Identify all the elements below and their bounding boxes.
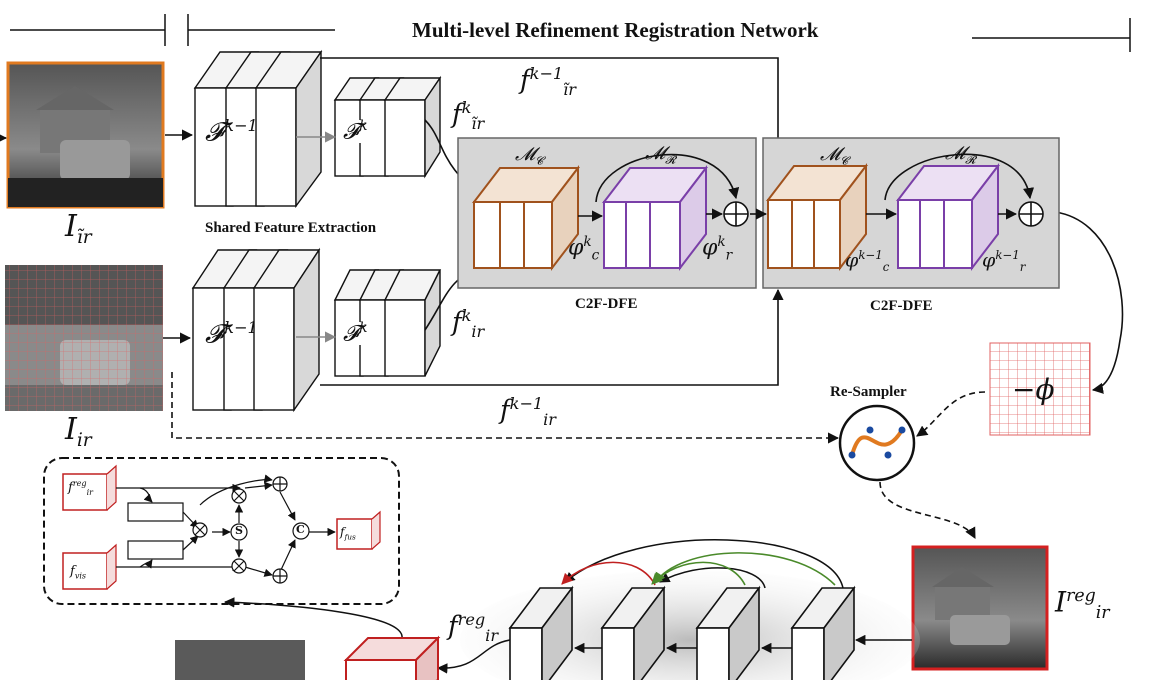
fusion-f-fus: ffus xyxy=(340,525,356,542)
math-Mr-1: 𝓜𝓡 xyxy=(645,143,676,167)
mr-block-2 xyxy=(895,163,1001,271)
feature-stack-bottom-prev xyxy=(191,247,321,413)
fusion-c-node: C xyxy=(296,523,305,536)
math-f-ir-k: fkir xyxy=(452,306,485,341)
math-f-ir-reg: fregir xyxy=(448,610,499,645)
math-f-tir-k: fkĩr xyxy=(452,98,485,133)
label-c2f-dfe-1: C2F-DFE xyxy=(575,296,638,312)
decoder-red-arrows xyxy=(561,561,656,586)
title-brackets xyxy=(10,14,1131,52)
diagram-title: Multi-level Refinement Registration Netw… xyxy=(412,18,819,42)
math-phi-r-prev: φk−1r xyxy=(982,248,1026,275)
dashed-arrows xyxy=(171,372,986,539)
plus-node-2 xyxy=(1018,201,1044,227)
math-I-ir: Iir xyxy=(65,412,92,451)
plus-node-1 xyxy=(723,201,749,227)
math-I-ir-reg: Iregir xyxy=(1055,585,1110,623)
label-resampler: Re-Sampler xyxy=(830,384,907,400)
fusion-module-box xyxy=(43,457,400,605)
decoder-arrows xyxy=(223,539,912,674)
arrows-gray xyxy=(296,131,337,343)
math-F-k-bottom: 𝓕k xyxy=(343,320,368,347)
decoder-stack xyxy=(508,585,856,680)
math-F-prev-bottom: 𝓕k−1 xyxy=(205,318,258,350)
decoder-green-arrows xyxy=(651,552,836,586)
math-I-tir: Iĩr xyxy=(65,209,92,248)
math-phi-c-prev: φk−1c xyxy=(845,248,890,275)
math-neg-phi: −ϕ xyxy=(1012,373,1055,406)
fusion-s-node: S xyxy=(235,524,243,537)
math-F-k-top: 𝓕k xyxy=(343,118,368,145)
math-Mc-2: 𝓜𝓒 xyxy=(820,144,849,168)
math-Mr-2: 𝓜𝓡 xyxy=(945,143,976,167)
feature-stack-top-k xyxy=(333,75,442,179)
fusion-module xyxy=(62,464,381,590)
feature-cube-reg xyxy=(343,635,441,680)
math-f-ir-prev: fk−1ir xyxy=(500,394,556,429)
deformation-field xyxy=(989,342,1091,436)
panel-arrows xyxy=(578,153,1035,222)
mc-block-2 xyxy=(765,163,869,271)
image-ir xyxy=(5,265,163,411)
image-warped-ir xyxy=(6,61,165,209)
math-Mc-1: 𝓜𝓒 xyxy=(515,144,544,168)
math-phi-c-k: φkc xyxy=(568,234,600,264)
label-c2f-dfe-2: C2F-DFE xyxy=(870,298,933,314)
mc-block-1 xyxy=(471,165,581,271)
fusion-f-vis: fvis xyxy=(70,564,87,581)
math-f-tir-prev: fk−1ĩr xyxy=(520,64,576,99)
feature-stack-top-prev xyxy=(193,49,323,209)
label-shared-feature-extraction: Shared Feature Extraction xyxy=(205,220,377,236)
resampler-icon[interactable] xyxy=(838,404,916,482)
math-F-prev-top: 𝓕k−1 xyxy=(205,116,258,148)
image-fused xyxy=(175,640,305,680)
mr-block-1 xyxy=(601,165,709,271)
math-phi-r-k: φkr xyxy=(702,234,733,264)
fusion-f-ir-reg: fregir xyxy=(68,479,93,497)
image-registered xyxy=(911,545,1049,671)
